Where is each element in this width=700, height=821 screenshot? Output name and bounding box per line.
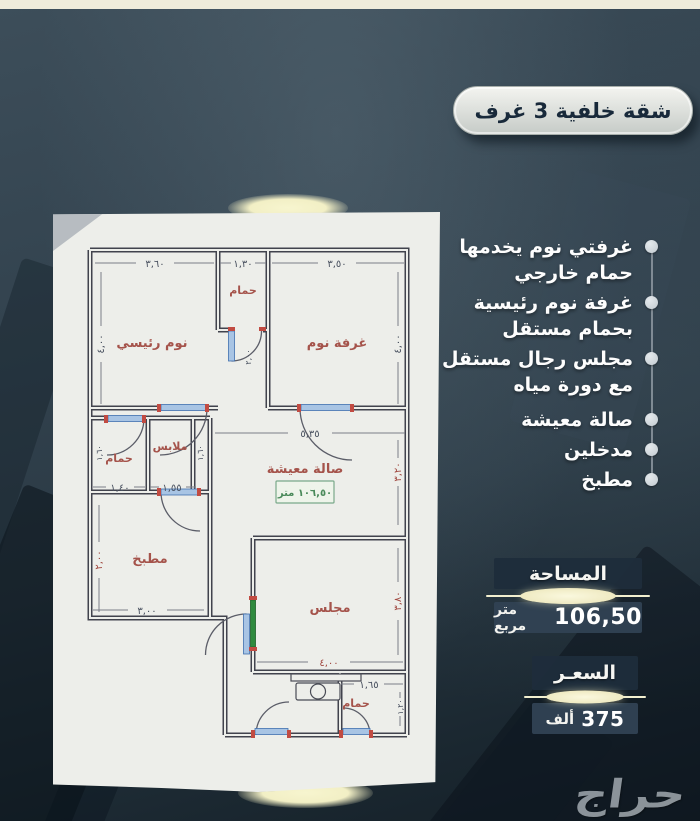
area-unit: متر مربع xyxy=(494,601,527,634)
price-value: 375 xyxy=(581,706,625,731)
dim-bedroom-width: ٣,٥٠ xyxy=(327,259,346,270)
door-mid-bathroom xyxy=(107,415,145,422)
door-leaves xyxy=(107,330,371,735)
bullet-icon xyxy=(645,296,658,309)
room-bedroom: غرفة نوم xyxy=(307,336,367,351)
price-unit: ألف xyxy=(545,709,575,728)
lens-flare-icon xyxy=(520,587,616,604)
bullet-icon xyxy=(645,443,658,456)
room-labels: نوم رئيسي حمام غرفة نوم حمام ملابس صالة … xyxy=(105,284,370,710)
dim-botbath-height: ١,٢٠ xyxy=(396,699,405,714)
feature-label: مدخلين xyxy=(563,439,633,461)
area-box-header: المساحة xyxy=(494,558,642,589)
title-badge-label: شقة خلفية 3 غرف xyxy=(474,98,672,123)
haraj-watermark: حراج xyxy=(572,771,690,817)
dimension-lines xyxy=(93,262,405,726)
features-list: غرفتي نوم يخدمها حمام خارجي غرفة نوم رئي… xyxy=(430,234,658,497)
dimension-texts: ٣,٦٠ ١,٣٠ ٣,٥٠ ٤,٠٠ ٤,٠٠ ٢,٠٠ ٥,٣٥ ٣,٢٠ … xyxy=(94,259,405,715)
area-box: المساحة متر مربع 106,50 xyxy=(486,558,650,634)
room-mid-bathroom: حمام xyxy=(105,452,133,465)
lens-divider xyxy=(524,690,646,703)
dim-living-width: ٥,٣٥ xyxy=(300,429,319,440)
dim-botbath-width: ١,٦٥ xyxy=(359,680,378,691)
price-box-header: السعـر xyxy=(532,656,638,690)
list-item: مطبخ xyxy=(430,467,658,493)
price-box: السعـر ألف 375 xyxy=(524,656,646,734)
price-box-value-row: ألف 375 xyxy=(532,703,638,734)
area-value: 106,50 xyxy=(554,605,642,630)
lens-flare-icon xyxy=(546,690,624,703)
total-area-value: ١٠٦,٥٠ متر xyxy=(277,488,332,499)
dim-closet-height: ١,٦٠ xyxy=(196,445,205,460)
feature-label: مطبخ xyxy=(581,469,633,491)
total-area-chip: ١٠٦,٥٠ متر xyxy=(275,480,335,504)
paper-fold-corner xyxy=(53,212,105,251)
floor-plan-drawing: ٣,٦٠ ١,٣٠ ٣,٥٠ ٤,٠٠ ٤,٠٠ ٢,٠٠ ٥,٣٥ ٣,٢٠ … xyxy=(87,247,410,738)
floor-plan-paper: ٣,٦٠ ١,٣٠ ٣,٥٠ ٤,٠٠ ٤,٠٠ ٢,٠٠ ٥,٣٥ ٣,٢٠ … xyxy=(53,212,440,792)
washbasin xyxy=(290,673,362,701)
door-entrance-1 xyxy=(254,728,289,735)
list-item: صالة معيشة xyxy=(430,407,658,433)
feature-label: مجلس رجال مستقل مع دورة مياه xyxy=(441,348,633,396)
dim-topbath-height: ٢,٠٠ xyxy=(244,349,253,364)
room-bottom-bathroom: حمام xyxy=(342,697,370,710)
top-strip xyxy=(0,0,700,9)
door-majlis-entry xyxy=(250,599,256,648)
room-living-hall: صالة معيشة xyxy=(267,462,344,477)
dim-majlis-width: ٤,٠٠ xyxy=(319,658,338,669)
area-box-value-row: متر مربع 106,50 xyxy=(494,601,642,634)
bullet-connector-line xyxy=(650,250,653,484)
door-master-bedroom xyxy=(160,404,207,411)
price-box-title: السعـر xyxy=(553,662,617,684)
list-item: غرفة نوم رئيسية بحمام مستقل xyxy=(430,290,658,342)
title-badge: شقة خلفية 3 غرف xyxy=(453,86,693,135)
dim-topbath-width: ١,٣٠ xyxy=(233,259,252,270)
dim-bedroom-height: ٤,٠٠ xyxy=(393,334,404,353)
feature-label: غرفة نوم رئيسية بحمام مستقل xyxy=(473,292,633,340)
door-bedroom xyxy=(300,404,352,411)
area-box-title: المساحة xyxy=(528,562,608,585)
dim-master-width: ٣,٦٠ xyxy=(145,259,164,270)
door-entrance-2 xyxy=(342,728,371,735)
dim-kitchen-height: ٢,٠٠ xyxy=(94,550,105,569)
room-master-bedroom: نوم رئيسي xyxy=(116,336,187,351)
bullet-icon xyxy=(645,473,658,486)
list-item: مجلس رجال مستقل مع دورة مياه xyxy=(430,346,658,398)
bullet-icon xyxy=(645,352,658,365)
room-closet: ملابس xyxy=(153,440,188,453)
lens-divider xyxy=(486,587,650,604)
door-top-bathroom xyxy=(228,330,235,362)
dim-kitchen-width: ٣,٠٠ xyxy=(137,606,156,617)
dim-midbath-height: ١,٦٠ xyxy=(95,445,104,460)
feature-label: غرفتي نوم يخدمها حمام خارجي xyxy=(459,236,633,284)
door-corridor xyxy=(243,613,250,655)
dim-closet-width: ١,٥٥ xyxy=(162,483,181,494)
walls xyxy=(87,247,410,738)
list-item: مدخلين xyxy=(430,437,658,463)
bullet-icon xyxy=(645,240,658,253)
feature-label: صالة معيشة xyxy=(521,409,633,431)
room-kitchen: مطبخ xyxy=(132,552,167,567)
door-jambs xyxy=(104,327,373,738)
room-top-bathroom: حمام xyxy=(229,284,257,297)
bullet-icon xyxy=(645,413,658,426)
room-majlis: مجلس xyxy=(309,601,350,616)
dim-master-height: ٤,٠٠ xyxy=(96,334,107,353)
dim-midbath-width: ١,٤٠ xyxy=(110,483,129,494)
dim-living-height: ٣,٢٠ xyxy=(393,462,404,481)
list-item: غرفتي نوم يخدمها حمام خارجي xyxy=(430,234,658,286)
dim-majlis-height: ٣,٨٠ xyxy=(393,591,404,610)
